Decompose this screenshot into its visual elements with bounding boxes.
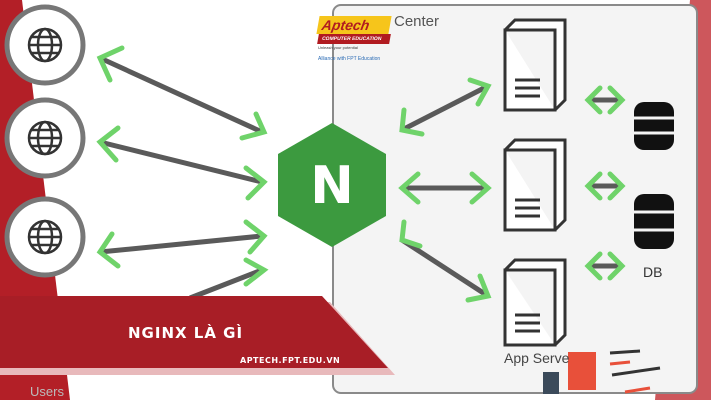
logo-alliance: Alliance with FPT Education (318, 56, 381, 62)
nginx-letter: N (310, 156, 354, 216)
logo-subtitle: COMPUTER EDUCATION (317, 34, 391, 44)
database-icon (634, 194, 674, 249)
nginx-logo (278, 123, 386, 247)
title-banner (0, 296, 388, 368)
site-url: APTECH.FPT.EDU.VN (240, 356, 341, 365)
app-server-label: App Serve (504, 350, 570, 366)
users-label: Users (30, 384, 64, 399)
database-icons (634, 102, 674, 249)
db-label: DB (643, 264, 663, 280)
database-icon (634, 102, 674, 150)
user-globes (4, 4, 86, 278)
arrows (98, 55, 622, 301)
logo-tagline: Unleash your potential (318, 45, 358, 50)
data-center-label: Center (394, 13, 440, 30)
logo-brand: Aptech (316, 16, 392, 34)
arrow-heads (96, 45, 626, 303)
page-title: NGINX LÀ GÌ (128, 324, 244, 342)
code-decoration (543, 349, 661, 394)
aptech-logo: Aptech COMPUTER EDUCATION Unleash your p… (316, 16, 392, 62)
